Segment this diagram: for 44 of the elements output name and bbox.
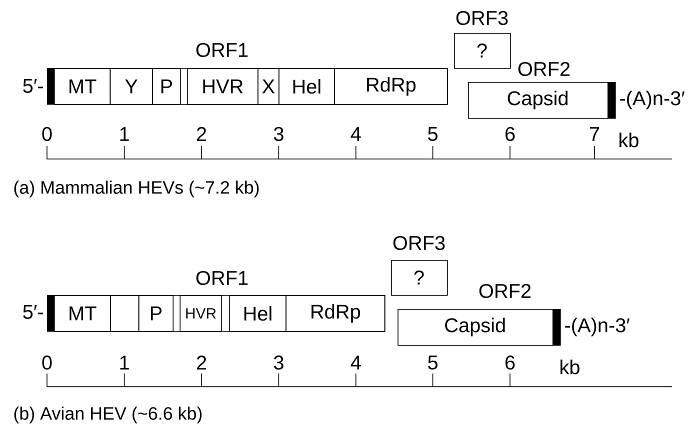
strand-end-label: -(A)n-3′ [620,90,685,110]
orf-label: ORF1 [196,270,248,286]
tick-label: 5 [428,127,438,141]
orf-label: ORF2 [518,62,570,76]
panel-caption: (a) Mammalian HEVs (~7.2 kb) [14,180,259,198]
gene-name: Capsid [508,90,568,110]
domain-box: MT [54,295,111,332]
domain-box: MT [54,68,111,105]
empty-domain-box [110,295,140,332]
orf-label: ORF3 [456,10,508,26]
domain-box: HVR [187,68,258,105]
strand-end-label: -(A)n-3′ [565,318,630,336]
domain-box: P [152,68,181,105]
tick-label: 5 [428,356,438,370]
domain-box: Y [110,68,153,105]
tick-label: 1 [120,127,129,141]
domain-box: RdRp [334,68,448,105]
tick-label: 0 [42,356,52,370]
domain-box: P [138,295,174,332]
orf-label: ORF1 [196,42,248,58]
panel-caption: (b) Avian HEV (~6.6 kb) [14,406,202,424]
strand-end-label: 5′- [23,79,43,93]
gene-name: Capsid [445,318,505,336]
unit-label: kb [620,132,638,148]
unit-label: kb [560,360,580,374]
tick-label: 3 [274,356,284,370]
tick-label: 4 [350,356,361,370]
tick-label: 6 [505,126,515,142]
domain-box: Hel [229,295,286,332]
domain-box: X [258,68,280,105]
tick-label: 3 [274,126,284,142]
domain-box: HVR [180,295,222,332]
orf-label: ORF3 [393,236,445,250]
tick-label: 2 [196,356,206,370]
tick-label: 0 [42,126,52,142]
orf-label: ORF2 [479,284,531,298]
tick-label: 4 [350,127,361,141]
domain-box: Hel [278,68,335,105]
gene-name: ? [414,270,424,284]
tick-label: 1 [120,356,129,370]
strand-end-label: 5′- [23,305,43,319]
domain-box: RdRp [286,295,386,332]
tick-label: 2 [196,127,206,141]
gene-name: ? [477,44,487,58]
